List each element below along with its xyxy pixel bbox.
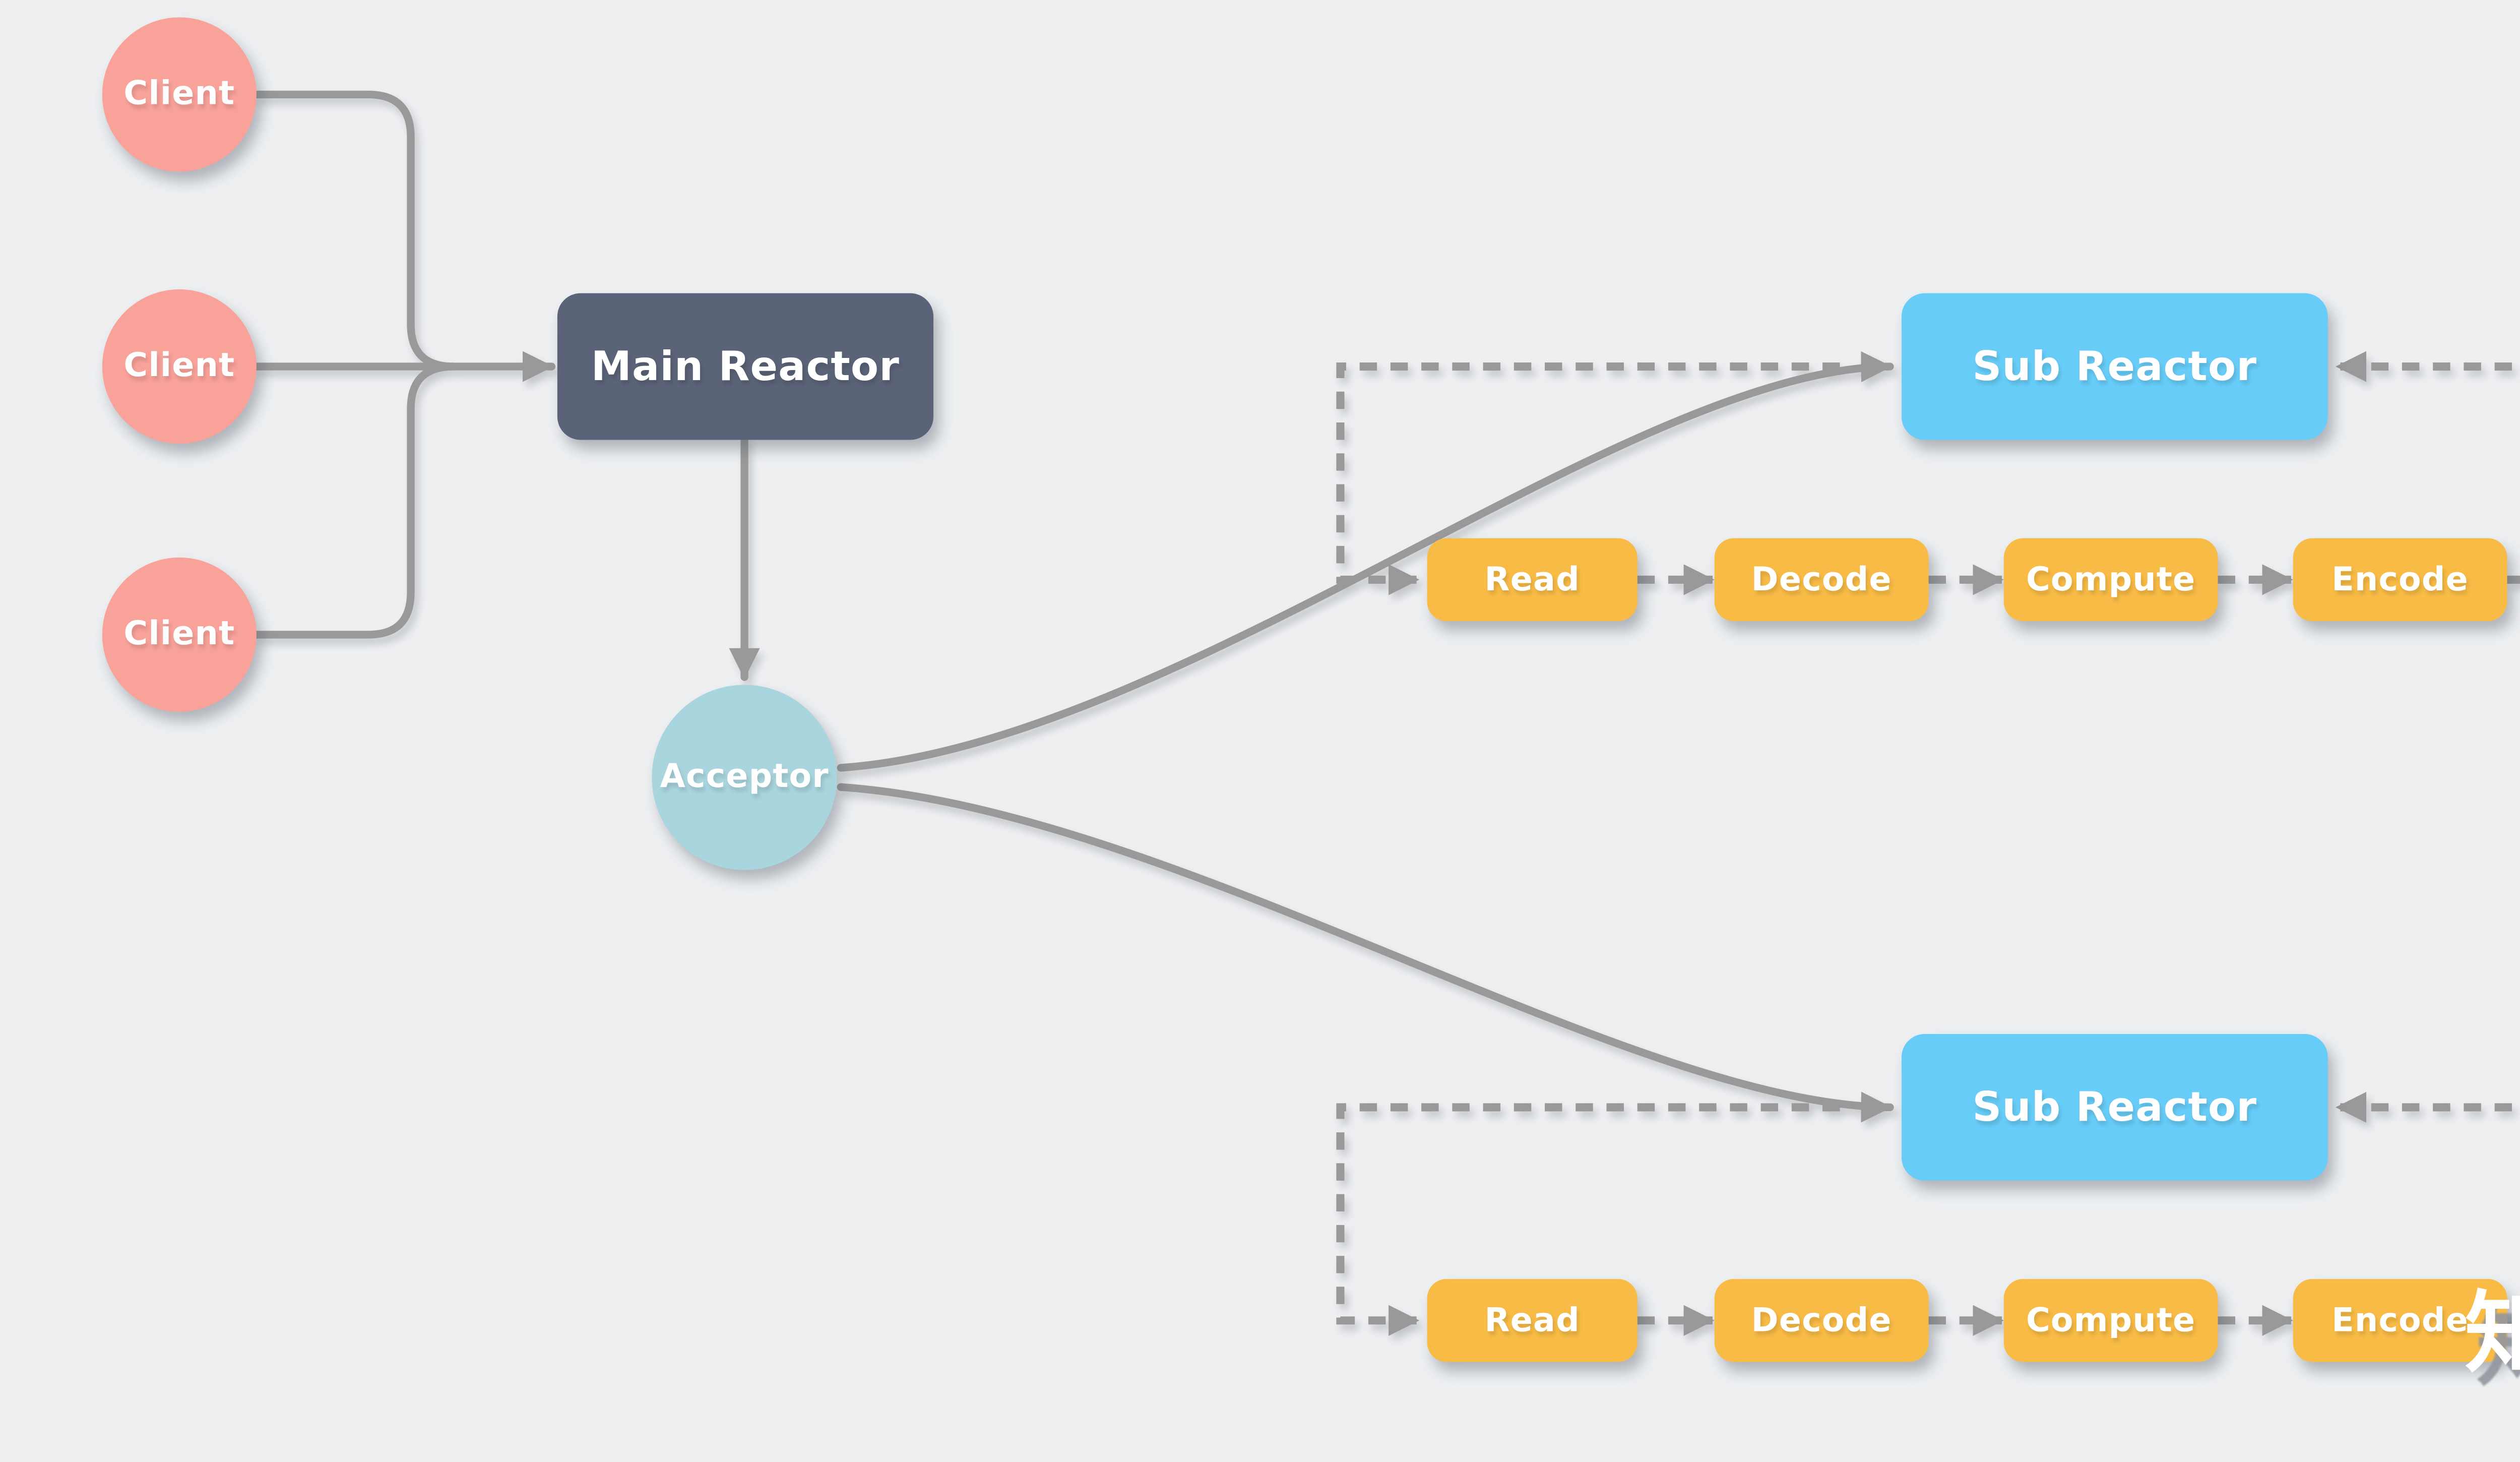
pipeline-step-label: Encode bbox=[2332, 560, 2469, 599]
pipeline-bottom-read: Read bbox=[1427, 1278, 1637, 1362]
pipeline-top-compute: Compute bbox=[2003, 538, 2218, 622]
pipeline-top-decode: Decode bbox=[1714, 538, 1929, 622]
pipeline-step-label: Encode bbox=[2332, 1301, 2469, 1340]
client-node-2: Client bbox=[102, 289, 257, 444]
pipeline-top-read: Read bbox=[1427, 538, 1637, 622]
sub-reactor-node-top: Sub Reactor bbox=[1901, 293, 2328, 440]
sub-reactor-node-bottom: Sub Reactor bbox=[1901, 1034, 2328, 1181]
pipeline-top-encode: Encode bbox=[2293, 538, 2507, 622]
edge-client-top-merge bbox=[253, 90, 457, 371]
pipeline-step-label: Compute bbox=[2026, 1301, 2196, 1340]
edge-sub-reactor-bottom-to-read bbox=[1336, 1103, 1840, 1336]
pipeline-bottom-compute: Compute bbox=[2003, 1278, 2218, 1362]
main-reactor-label: Main Reactor bbox=[591, 343, 900, 390]
pipeline-step-label: Read bbox=[1484, 560, 1580, 599]
pipeline-step-label: Decode bbox=[1751, 560, 1892, 599]
sub-reactor-label: Sub Reactor bbox=[1972, 1084, 2257, 1131]
edge-acceptor-to-sub-reactor-bottom bbox=[837, 783, 1894, 1123]
edge-sub-reactor-top-to-read bbox=[1336, 362, 1840, 595]
pipeline-bottom-encode: Encode bbox=[2293, 1278, 2507, 1362]
pipeline-step-label: Compute bbox=[2026, 560, 2196, 599]
acceptor-node: Acceptor bbox=[652, 685, 837, 870]
client-label: Client bbox=[123, 75, 235, 114]
client-label: Client bbox=[123, 347, 235, 386]
acceptor-label: Acceptor bbox=[660, 758, 829, 797]
main-reactor-node: Main Reactor bbox=[557, 293, 934, 440]
pipeline-step-label: Read bbox=[1484, 1301, 1580, 1340]
client-label: Client bbox=[123, 615, 235, 654]
edge-acceptor-to-sub-reactor-top bbox=[837, 351, 1894, 772]
pipeline-step-label: Decode bbox=[1751, 1301, 1892, 1340]
sub-reactor-label: Sub Reactor bbox=[1972, 343, 2257, 390]
client-node-1: Client bbox=[102, 17, 257, 172]
zhihu-watermark: 知乎 @潘少 bbox=[2465, 1263, 2520, 1391]
client-node-3: Client bbox=[102, 557, 257, 712]
pipeline-bottom-decode: Decode bbox=[1714, 1278, 1929, 1362]
edge-client-bottom-merge bbox=[253, 362, 457, 639]
